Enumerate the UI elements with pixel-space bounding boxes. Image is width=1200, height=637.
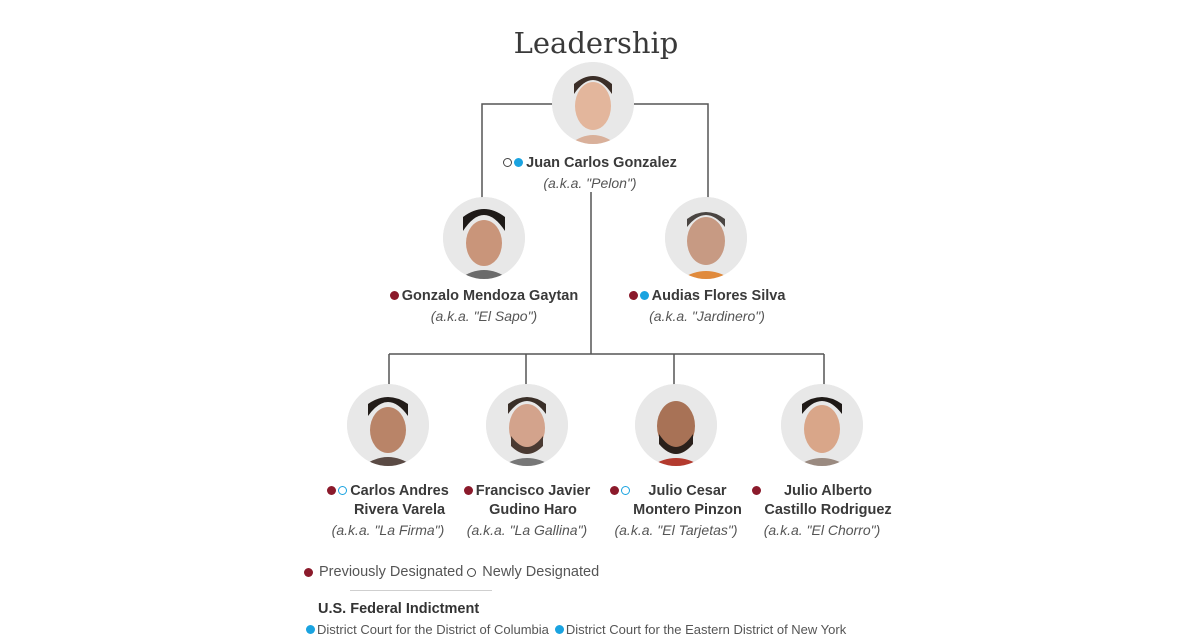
- legend-divider: [350, 590, 492, 591]
- member-2-name: Francisco Javier Gudino Haro: [475, 483, 591, 518]
- connector-leader-to-lieutenants: [481, 103, 709, 200]
- member-3-alias: (a.k.a. "El Tarjetas"): [614, 522, 738, 538]
- previously-designated-marker: [389, 291, 399, 300]
- previously-designated-marker: [610, 486, 620, 495]
- dc-court-marker: [514, 158, 524, 167]
- leader-name: Juan Carlos Gonzalez: [526, 155, 677, 171]
- previously-designated-marker: [752, 486, 762, 495]
- previously-designated-marker: [304, 567, 313, 577]
- member-4-label: Julio Alberto Castillo Rodriguez (a.k.a.…: [702, 482, 942, 540]
- member-4-alias: (a.k.a. "El Chorro"): [763, 522, 881, 538]
- legend-newly-designated: Newly Designated: [467, 564, 599, 580]
- previously-designated-marker: [327, 486, 337, 495]
- member-3-photo: [635, 384, 717, 466]
- lieutenant-right-name: Audias Flores Silva: [651, 288, 786, 304]
- member-2-alias: (a.k.a. "La Gallina"): [466, 522, 588, 538]
- lieutenant-left-alias: (a.k.a. "El Sapo"): [430, 308, 538, 324]
- legend-previously-designated-label: Previously Designated: [319, 564, 464, 580]
- member-3-name: Julio Cesar Montero Pinzon: [633, 483, 742, 518]
- member-1-photo: [347, 384, 429, 466]
- member-1-alias: (a.k.a. "La Firma"): [331, 522, 445, 538]
- lieutenant-left-name: Gonzalo Mendoza Gaytan: [401, 288, 579, 304]
- member-4-photo: [781, 384, 863, 466]
- legend-newly-designated-label: Newly Designated: [482, 564, 600, 580]
- edny-court-marker: [621, 486, 631, 495]
- lieutenant-right-alias: (a.k.a. "Jardinero"): [649, 308, 765, 324]
- chart-title: Leadership: [513, 26, 679, 60]
- member-2-label: Francisco Javier Gudino Haro (a.k.a. "La…: [407, 482, 647, 540]
- dc-court-marker: [639, 291, 649, 300]
- lieutenant-right-photo: [665, 197, 747, 279]
- indictment-heading: U.S. Federal Indictment: [318, 601, 480, 617]
- member-1-label: Carlos Andres Rivera Varela (a.k.a. "La …: [268, 482, 508, 540]
- legend-previously-designated: Previously Designated: [304, 564, 463, 580]
- member-1-name: Carlos Andres Rivera Varela: [350, 483, 449, 518]
- lieutenant-left-label: Gonzalo Mendoza Gaytan (a.k.a. "El Sapo"…: [364, 287, 604, 326]
- newly-designated-marker: [503, 158, 513, 167]
- previously-designated-marker: [628, 291, 638, 300]
- legend: Previously Designated Newly Designated: [304, 564, 599, 580]
- edny-court-marker: [338, 486, 348, 495]
- newly-designated-marker: [467, 567, 477, 577]
- connector-leader-to-members: [388, 192, 825, 386]
- leader-label: Juan Carlos Gonzalez (a.k.a. "Pelon"): [470, 154, 710, 193]
- lieutenant-right-label: Audias Flores Silva (a.k.a. "Jardinero"): [587, 287, 827, 326]
- member-4-name: Julio Alberto Castillo Rodriguez: [764, 483, 892, 518]
- previously-designated-marker: [463, 486, 473, 495]
- lieutenant-left-photo: [443, 197, 525, 279]
- leader-alias: (a.k.a. "Pelon"): [543, 175, 637, 191]
- member-3-label: Julio Cesar Montero Pinzon (a.k.a. "El T…: [556, 482, 796, 540]
- member-2-photo: [486, 384, 568, 466]
- leader-markers: [503, 154, 524, 167]
- leader-photo: [552, 62, 634, 144]
